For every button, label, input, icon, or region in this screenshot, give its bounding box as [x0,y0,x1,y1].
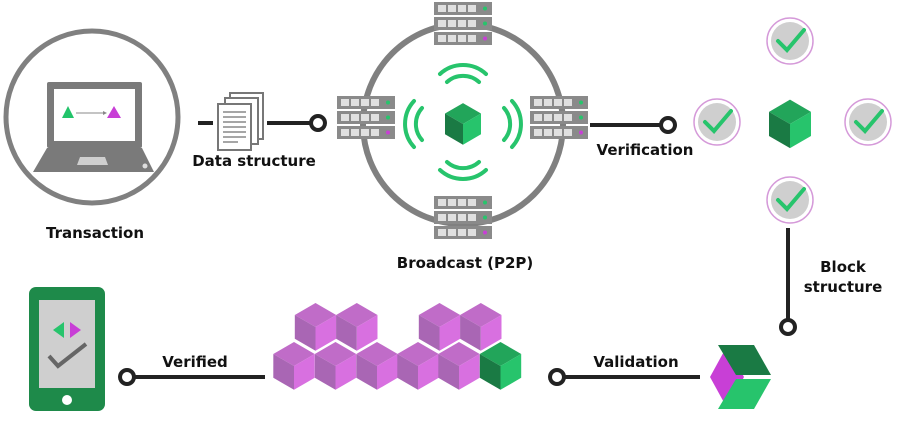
connector-node [548,368,566,386]
documents-icon [217,92,264,151]
connector-node [779,318,797,336]
block-cube [336,302,378,351]
block-cube [273,341,315,390]
connector-node [659,116,677,134]
verified-node: Verified [29,287,265,411]
server-icon [434,196,492,239]
validation-node: Validation [548,353,700,386]
transaction-ring [3,28,181,206]
verification-node: Verification [590,116,694,159]
phone-icon [29,287,105,411]
check-icon [844,98,892,146]
verification-label: Verification [597,141,694,159]
validation-label: Validation [593,353,678,371]
verified-label: Verified [162,353,228,371]
data-structure-label: Data structure [192,152,316,170]
cube-icon [445,103,481,145]
connector-node [309,114,327,132]
block-cube [438,341,480,390]
chevron-icon [710,345,771,409]
new-block-cube [479,341,522,390]
block-cube [314,341,357,390]
blockchain-cubes [273,302,522,390]
check-icon [693,98,741,146]
cube-icon [769,99,811,149]
verification-cluster [693,17,892,224]
transaction-node: Transaction [3,28,181,242]
server-icon [530,96,588,139]
connector-node [118,368,136,386]
block-cube [418,302,461,351]
transaction-label: Transaction [46,224,144,242]
broadcast-label: Broadcast (P2P) [397,254,533,272]
server-icon [337,96,395,139]
check-icon [766,17,814,65]
block-label-line2: structure [804,278,883,296]
laptop-icon [33,82,154,172]
block-structure-node: Block structure [710,228,882,409]
block-cube [356,341,398,390]
check-icon [766,176,814,224]
block-cube [397,341,439,390]
block-label-line1: Block [820,258,867,276]
data-structure-node: Data structure [192,92,327,170]
server-icon [434,2,492,45]
broadcast-node: Broadcast (P2P) [337,2,588,272]
wifi-icon [403,63,523,181]
block-cube [294,302,337,351]
block-cube [460,302,502,351]
